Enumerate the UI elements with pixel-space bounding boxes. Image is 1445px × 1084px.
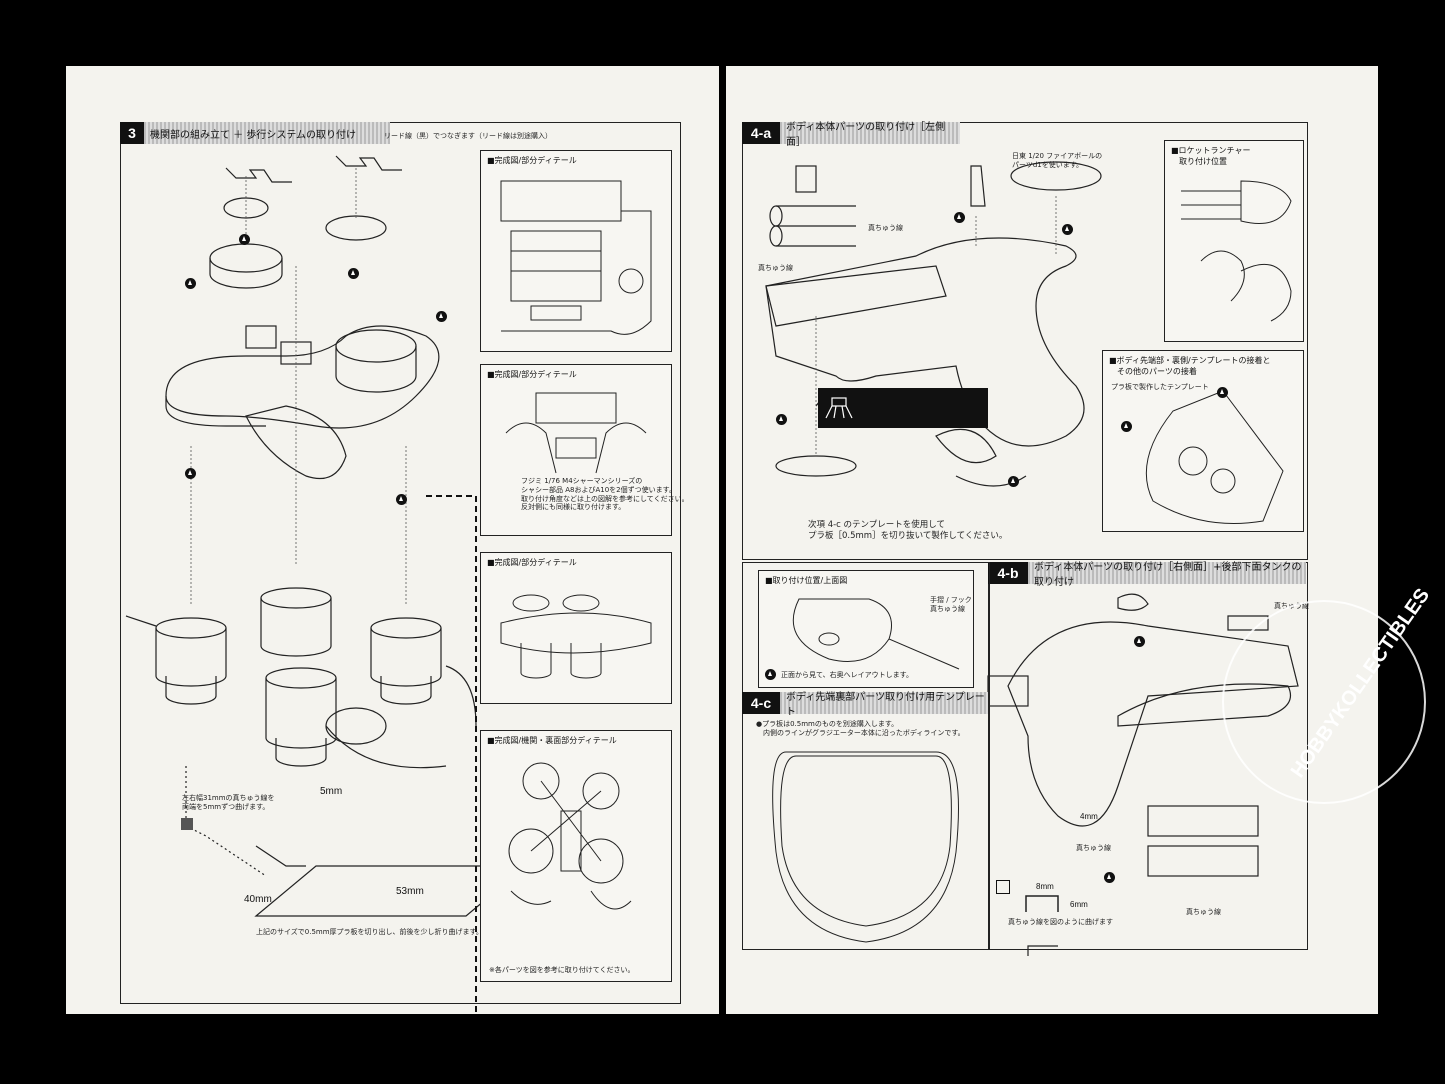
template-adhesion-illustration	[1145, 390, 1284, 524]
bend-note: 真ちゅう線を図のように曲げます	[1008, 918, 1113, 926]
plaplate-label: プラ板で製作したテンプレート	[1111, 383, 1209, 391]
checkbox-mark	[996, 880, 1010, 894]
warning-symbol	[1104, 872, 1115, 883]
position-note: 正面から見て、右奥へレイアウトします。	[781, 671, 913, 679]
detail-box-2-note: フジミ 1/76 M4シャーマンシリーズの シャシー部品 A8およびA10を2個…	[521, 477, 689, 512]
warning-symbol	[954, 212, 965, 223]
warning-symbol	[239, 234, 250, 245]
body-left-illustration	[765, 161, 1102, 487]
fireball-note: 日東 1/20 ファイアボールの パーツd1を使います。	[1012, 152, 1103, 169]
handrail-label: 手摺 / フック 真ちゅう線	[930, 596, 972, 613]
section-3-number: 3	[120, 122, 144, 144]
walker-figure-icon	[825, 397, 853, 419]
detail-box-2-title: ■完成図/部分ディテール	[487, 370, 577, 379]
section-4c-title: ボディ先端裏部パーツ取り付け用テンプレート	[780, 692, 988, 718]
brass-wire-label: 真ちゅう線	[868, 224, 903, 232]
dim-4mm: 4mm	[1080, 812, 1098, 821]
detail-box-4: ■完成図/機関・裏面部分ディテール ※各パーツを図を参考に取り付けてください。	[480, 730, 672, 982]
warning-symbol	[1217, 387, 1228, 398]
section-4c-note: ●プラ板は0.5mmのものを別途購入します。 内側のラインがグラジエーター本体に…	[756, 720, 965, 737]
section-4a-header: 4-a ボディ本体パーツの取り付け［左側面］	[742, 122, 960, 148]
template-outline	[772, 751, 959, 943]
wire-bend-diagram	[1025, 895, 1059, 912]
brass-wire-label-b: 真ちゅう線	[1076, 844, 1111, 852]
engine-assembly-illustration	[125, 155, 528, 1016]
watermark-text: HOBBYKOLLECTIBLES	[1286, 584, 1435, 782]
section-4b-header: 4-b ボディ本体パーツの取り付け［右側面］+後部下面タンクの取り付け	[988, 562, 1306, 588]
warning-symbol	[776, 414, 787, 425]
detail-box-1: ■完成図/部分ディテール	[480, 150, 672, 352]
lead-wire-note: リード線（黒）でつなぎます（リード線は別途購入）	[384, 132, 552, 140]
dim-5mm: 5mm	[320, 786, 343, 797]
right-page: 4-a ボディ本体パーツの取り付け［左側面］ 日東 1/20 ファイアボールの …	[726, 66, 1378, 1014]
section-3-frame	[120, 122, 681, 1004]
detail-1-illustration	[500, 180, 652, 335]
template-adhesion-box: ■ボディ先端部・裏側/テンプレートの接着と その他のパーツの接着 プラ板で製作し…	[1102, 350, 1304, 532]
left-page: 3 機関部の組み立て ＋ 歩行システムの取り付け リード線（黒）でつなぎます（リ…	[66, 66, 719, 1016]
plate-cut-note: 上記のサイズで0.5mm厚プラ板を切り出し、前後を少し折り曲げます。	[256, 928, 483, 936]
section-4b-title: ボディ本体パーツの取り付け［右側面］+後部下面タンクの取り付け	[1028, 562, 1306, 588]
rocket-launcher-title: ■ロケットランチャー 取り付け位置	[1171, 146, 1251, 166]
warning-symbol	[765, 669, 776, 680]
detail-box-2: ■完成図/部分ディテール フジミ 1/76 M4シャーマンシリーズの シャシー部…	[480, 364, 689, 536]
dim-53mm: 53mm	[396, 886, 424, 897]
wire-note: 左右幅31mmの真ちゅう線を 両端を5mmずつ曲げます。	[182, 794, 275, 811]
section-3-header: 3 機関部の組み立て ＋ 歩行システムの取り付け	[120, 122, 390, 144]
position-box-title: ■取り付け位置/上面図	[765, 576, 848, 585]
detail-4-illustration	[508, 762, 632, 910]
brass-wire-label-2: 真ちゅう線	[758, 264, 793, 272]
detail-box-1-title: ■完成図/部分ディテール	[487, 156, 577, 165]
warning-symbol	[185, 468, 196, 479]
brass-wire-label-c: 真ちゅう線	[1186, 908, 1221, 916]
detail-box-3-title: ■完成図/部分ディテール	[487, 558, 577, 567]
warning-symbol	[185, 278, 196, 289]
detail-3-illustration	[500, 594, 652, 679]
detail-box-4-note: ※各パーツを図を参考に取り付けてください。	[489, 966, 635, 974]
dim-6mm: 6mm	[1070, 900, 1088, 909]
rocket-launcher-illustration	[1181, 180, 1292, 322]
reference-figure-box	[818, 388, 988, 428]
warning-symbol	[1008, 476, 1019, 487]
template-instruction: 次項 4-c のテンプレートを使用して プラ板［0.5mm］を切り抜いて製作して…	[808, 520, 1008, 541]
detail-box-4-title: ■完成図/機関・裏面部分ディテール	[487, 736, 617, 745]
body-right-illustration	[987, 593, 1299, 956]
dim-40mm: 40mm	[244, 894, 272, 905]
section-4b-number: 4-b	[988, 562, 1028, 584]
position-top-view	[792, 598, 960, 670]
section-4a-number: 4-a	[742, 122, 780, 144]
section-4a-frame	[742, 122, 1308, 560]
section-4c-header: 4-c ボディ先端裏部パーツ取り付け用テンプレート	[742, 692, 988, 718]
position-box: ■取り付け位置/上面図 正面から見て、右奥へレイアウトします。	[758, 570, 974, 688]
warning-symbol	[1134, 636, 1145, 647]
rocket-launcher-box: ■ロケットランチャー 取り付け位置	[1164, 140, 1304, 342]
watermark-seal: HOBBYKOLLECTIBLES	[1222, 585, 1434, 804]
section-4a-title: ボディ本体パーツの取り付け［左側面］	[780, 122, 960, 148]
warning-symbol	[396, 494, 407, 505]
detail-box-3: ■完成図/部分ディテール	[480, 552, 672, 704]
detail-2-illustration	[505, 392, 647, 474]
cylinders	[155, 587, 447, 769]
dim-8mm: 8mm	[1036, 882, 1054, 891]
warning-symbol	[348, 268, 359, 279]
warning-symbol	[1062, 224, 1073, 235]
section-3-title: 機関部の組み立て ＋ 歩行システムの取り付け	[144, 122, 390, 144]
warning-symbol	[436, 311, 447, 322]
warning-symbol	[1121, 421, 1132, 432]
template-adhesion-title: ■ボディ先端部・裏側/テンプレートの接着と その他のパーツの接着	[1109, 356, 1271, 376]
section-4c-number: 4-c	[742, 692, 780, 714]
